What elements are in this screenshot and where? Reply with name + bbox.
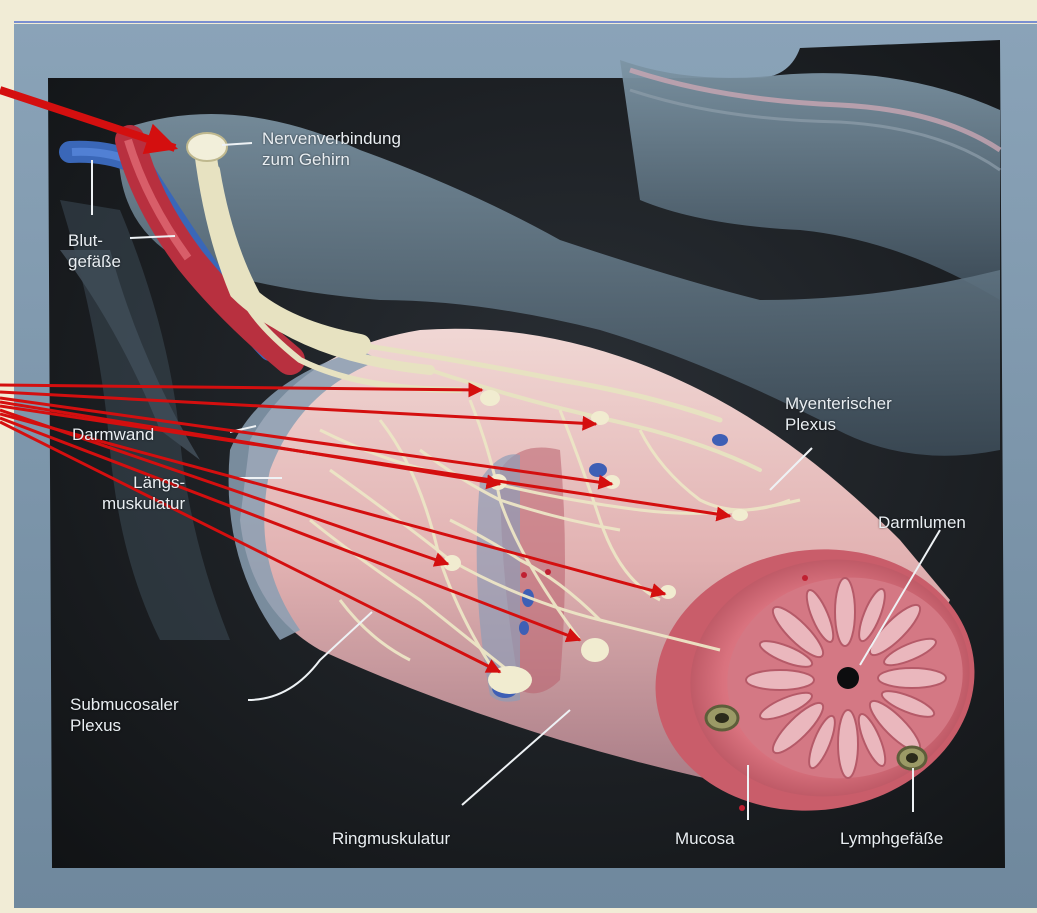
label-circular-text: Ringmuskulatur [332,828,450,849]
label-nerve-line1: Nervenverbindung [262,128,401,149]
label-lymph-text: Lymphgefäße [840,828,943,849]
intestinal-lumen [837,667,859,689]
label-myenteric-plexus: Myenterischer Plexus [785,393,892,435]
label-intestinal-lumen: Darmlumen [878,512,966,533]
label-wall-text: Darmwand [72,424,154,445]
label-longitudinal-muscle: Längs- muskulatur [102,472,185,514]
label-blood-line1: Blut- [68,230,121,251]
label-myenteric-line1: Myenterischer [785,393,892,414]
label-longitudinal-line1: Längs- [102,472,185,493]
label-circular-muscle: Ringmuskulatur [332,828,450,849]
label-nerve-line2: zum Gehirn [262,149,401,170]
label-blood-vessels: Blut- gefäße [68,230,121,272]
label-mucosa: Mucosa [675,828,735,849]
label-longitudinal-line2: muskulatur [102,493,185,514]
label-myenteric-line2: Plexus [785,414,892,435]
label-nerve-connection: Nervenverbindung zum Gehirn [262,128,401,170]
label-submucosal-plexus: Submucosaler Plexus [70,694,179,736]
label-lumen-text: Darmlumen [878,512,966,533]
label-submucosal-line2: Plexus [70,715,179,736]
label-blood-line2: gefäße [68,251,121,272]
label-submucosal-line1: Submucosaler [70,694,179,715]
label-mucosa-text: Mucosa [675,828,735,849]
label-intestinal-wall: Darmwand [72,424,154,445]
label-lymph-vessels: Lymphgefäße [840,828,943,849]
